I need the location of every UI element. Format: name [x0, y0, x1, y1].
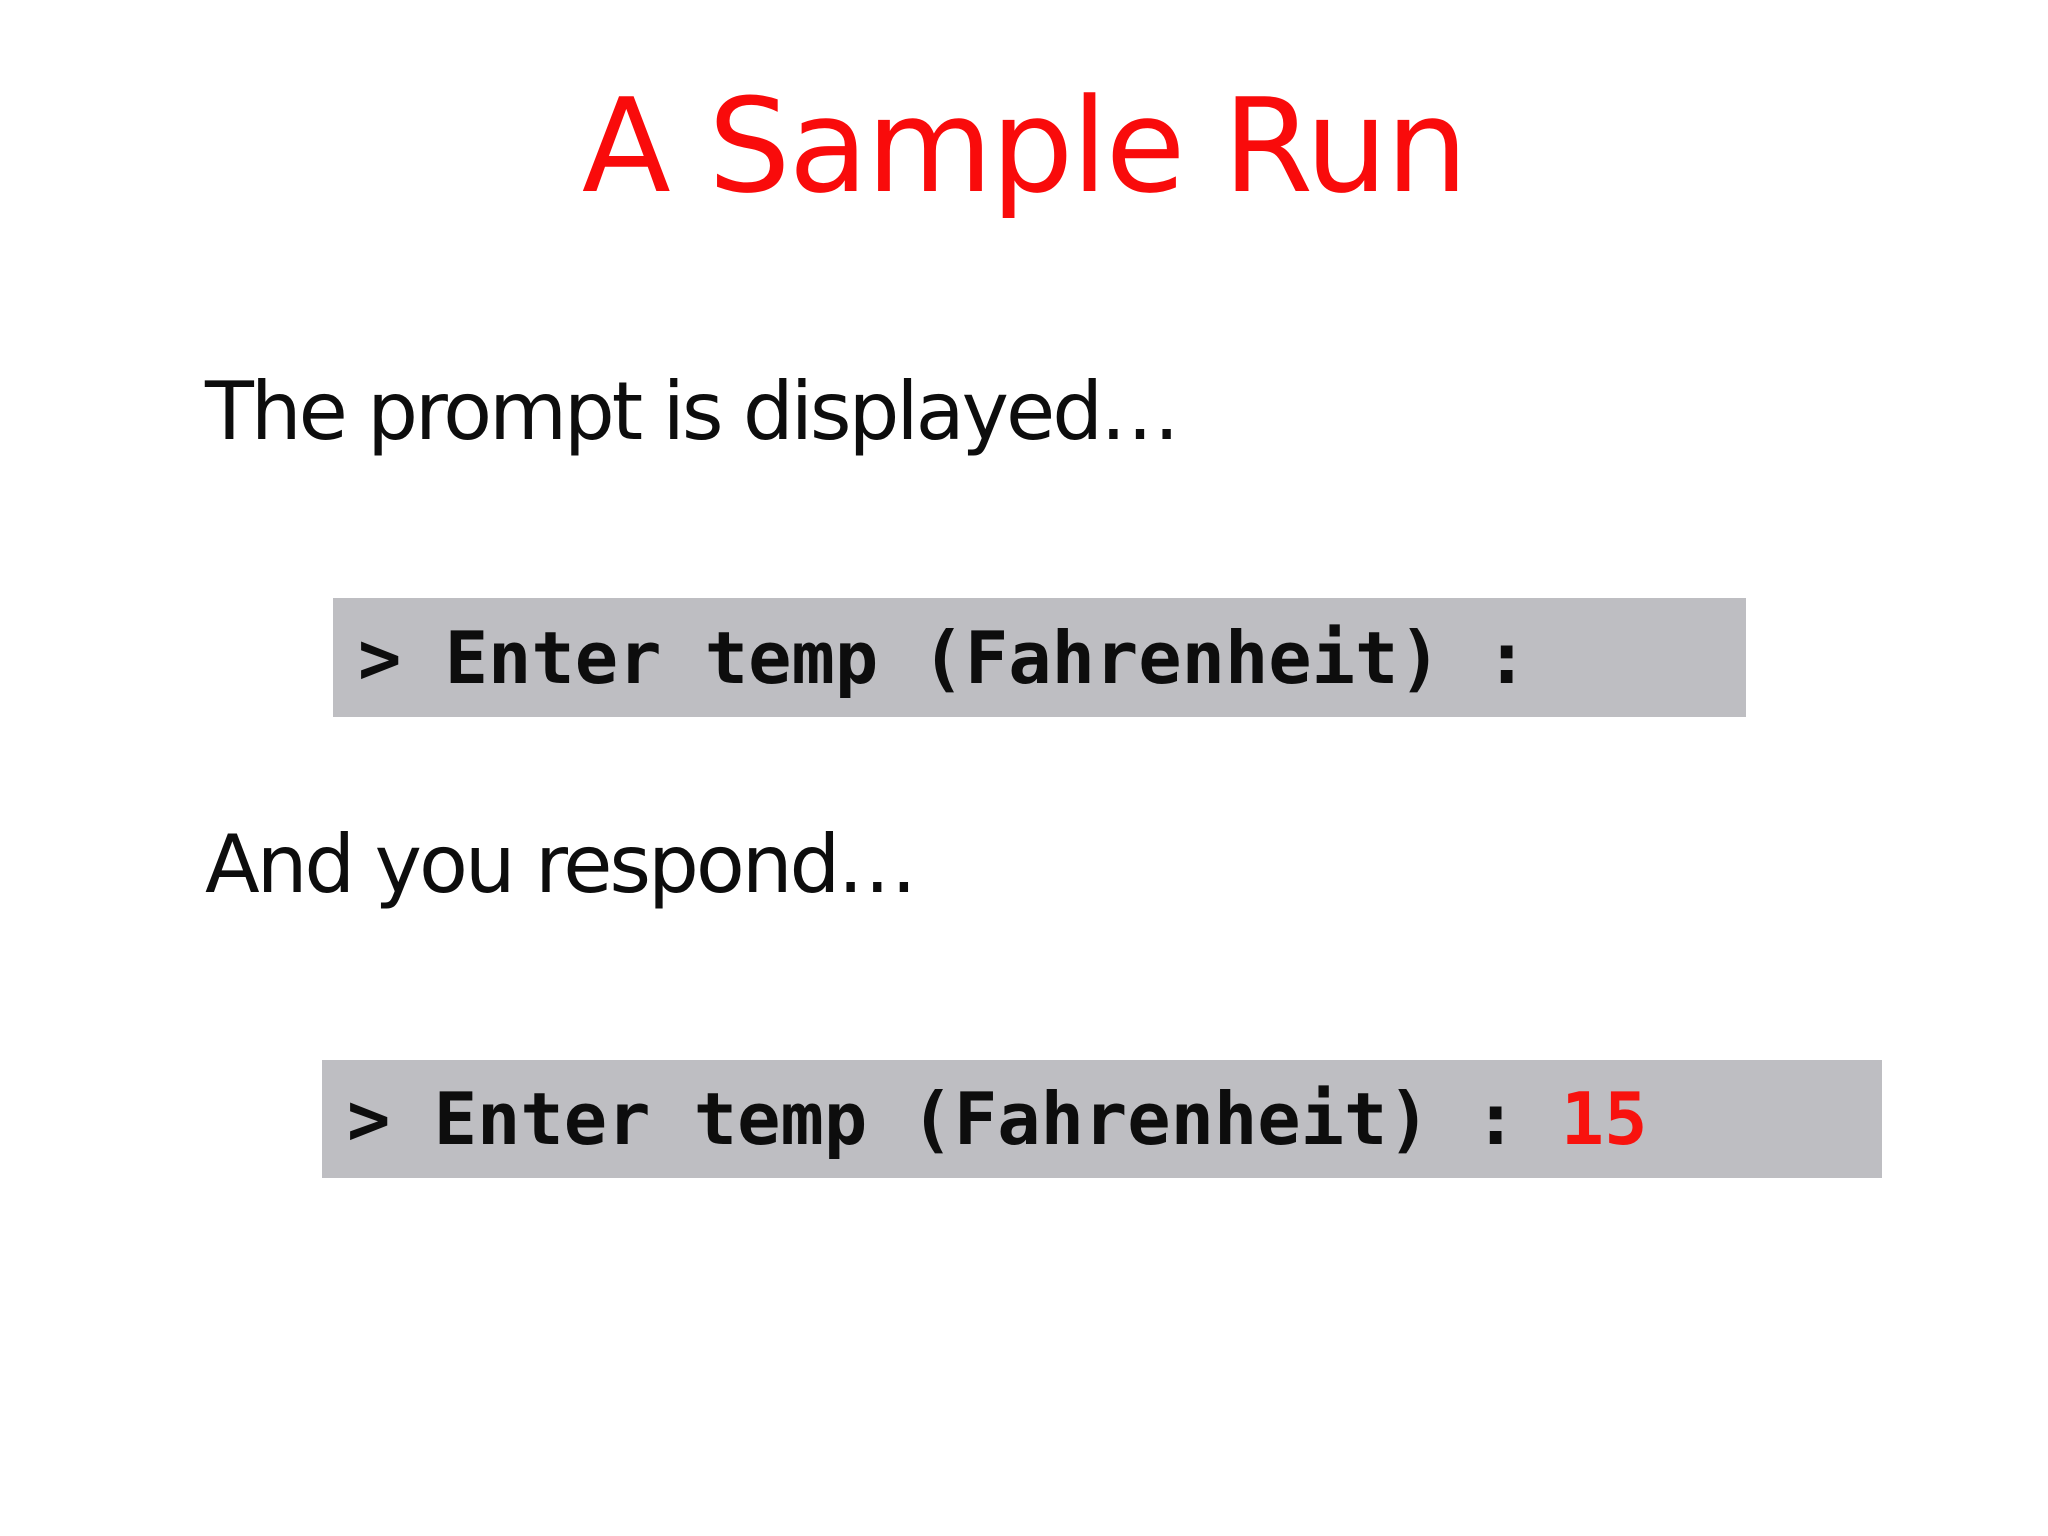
terminal-user-input-value: 15 [1560, 1077, 1648, 1161]
narration-line-prompt-displayed: The prompt is displayed… [205, 365, 1180, 458]
narration-line-you-respond: And you respond… [205, 818, 917, 911]
terminal-prompt-text-2: > Enter temp (Fahrenheit) : [347, 1077, 1561, 1161]
terminal-prompt-box-1: > Enter temp (Fahrenheit) : [333, 598, 1746, 717]
terminal-prompt-text-1: > Enter temp (Fahrenheit) : [358, 615, 1529, 700]
terminal-prompt-box-2: > Enter temp (Fahrenheit) : 15 [322, 1060, 1882, 1178]
slide-title: A Sample Run [581, 70, 1468, 222]
